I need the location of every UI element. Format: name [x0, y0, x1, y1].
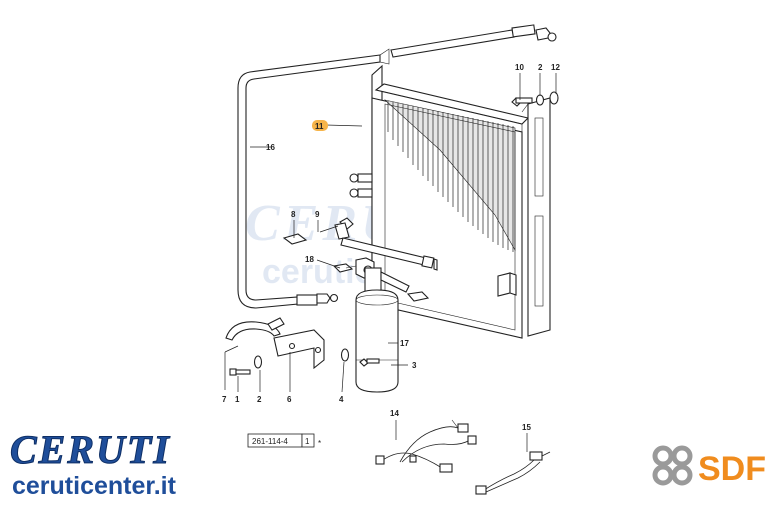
- callout-14[interactable]: 14: [390, 409, 399, 418]
- clamp-7[interactable]: [225, 317, 285, 341]
- leader-lines: [224, 73, 557, 452]
- washer-2-bottom[interactable]: [253, 355, 263, 369]
- callout-9[interactable]: 9: [315, 210, 320, 219]
- receiver-drier-17[interactable]: [355, 267, 430, 393]
- ceruti-url[interactable]: ceruticenter.it: [12, 472, 177, 500]
- callout-11-highlight: [312, 120, 328, 131]
- callout-8[interactable]: 8: [291, 210, 296, 219]
- callout-6[interactable]: 6: [287, 395, 292, 404]
- callout-11[interactable]: 11: [315, 122, 324, 131]
- callout-4[interactable]: 4: [339, 395, 344, 404]
- hose-16[interactable]: [237, 48, 390, 309]
- callouts: 11 16 8 9 18 10 2 12 17 3 7 1 2 6 4 14 1…: [222, 63, 560, 432]
- side-bracket[interactable]: [521, 97, 551, 337]
- callout-17[interactable]: 17: [400, 339, 409, 348]
- sdf-logo-icon: [652, 445, 693, 486]
- nut-12[interactable]: [549, 91, 559, 105]
- reference-box: 261-114-4 1 *: [247, 433, 321, 448]
- callout-15[interactable]: 15: [522, 423, 531, 432]
- callout-7[interactable]: 7: [222, 395, 227, 404]
- condenser-core: [383, 99, 516, 252]
- callout-2-bottom[interactable]: 2: [257, 395, 262, 404]
- callout-1[interactable]: 1: [235, 395, 240, 404]
- reference-code: 261-114-4: [252, 437, 288, 446]
- bracket-6[interactable]: [273, 329, 325, 370]
- washer-4[interactable]: [340, 348, 350, 362]
- callout-12[interactable]: 12: [551, 63, 560, 72]
- sdf-logo-text: SDF: [698, 450, 766, 488]
- upper-hose[interactable]: [349, 24, 557, 67]
- screw-3[interactable]: [359, 358, 380, 367]
- callout-2-top[interactable]: 2: [538, 63, 543, 72]
- pipe-9[interactable]: [334, 217, 438, 271]
- callout-16[interactable]: 16: [266, 143, 275, 152]
- callout-10[interactable]: 10: [515, 63, 524, 72]
- wiring-harness-14[interactable]: [375, 419, 477, 473]
- wiring-harness-15[interactable]: [475, 451, 551, 495]
- callout-3[interactable]: 3: [412, 361, 417, 370]
- reference-sheet: 1: [305, 437, 310, 446]
- reference-mark: *: [318, 439, 321, 448]
- bolt-10[interactable]: [511, 97, 533, 107]
- pad-8[interactable]: [282, 233, 308, 245]
- washer-2-top[interactable]: [535, 94, 545, 106]
- ceruti-logo-text: CERUTI: [10, 427, 171, 472]
- callout-18[interactable]: 18: [305, 255, 314, 264]
- bolt-1[interactable]: [229, 368, 251, 376]
- ceruti-logo: CERUTI: [10, 427, 171, 473]
